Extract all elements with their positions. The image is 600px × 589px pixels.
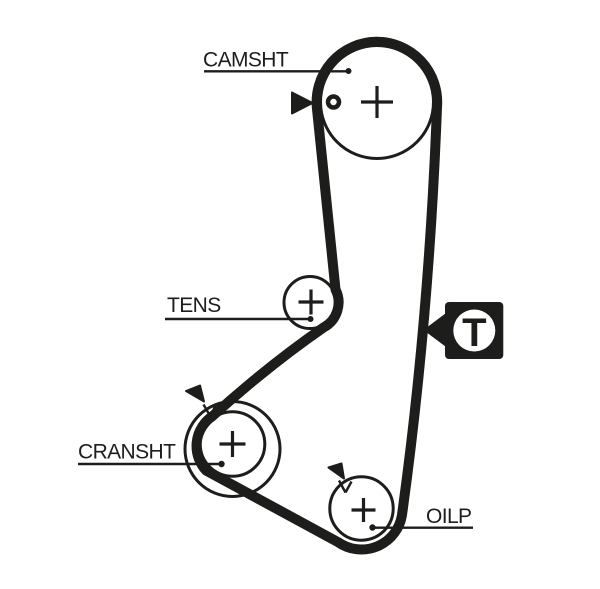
direction-arrow-icon bbox=[424, 312, 448, 348]
crankshaft-center-cross bbox=[219, 431, 246, 457]
oil-pump-leader-dot bbox=[369, 524, 376, 531]
direction-indicator-letter: T bbox=[462, 311, 486, 355]
crankshaft-leader-dot bbox=[218, 460, 225, 468]
oil-pump-center-cross bbox=[351, 498, 376, 522]
crankshaft-label: CRANSHT bbox=[78, 441, 176, 464]
tensioner-center-cross bbox=[298, 289, 324, 315]
center-cross-marks bbox=[219, 86, 393, 522]
timing-marks bbox=[185, 91, 353, 494]
camshaft-timing-arrow-icon bbox=[291, 91, 314, 115]
camshaft-label: CAMSHT bbox=[203, 49, 289, 72]
crankshaft-timing-arrow-icon bbox=[185, 384, 205, 403]
camshaft-leader-dot bbox=[345, 68, 352, 74]
tensioner-label: TENS bbox=[167, 294, 221, 317]
leader-dots bbox=[218, 68, 376, 531]
tensioner-leader-dot bbox=[307, 316, 314, 322]
camshaft-center-cross bbox=[361, 86, 393, 118]
pulley-labels: CAMSHT TENS CRANSHT OILP bbox=[78, 49, 472, 529]
timing-belt-path bbox=[191, 36, 443, 555]
crankshaft-timing-notch-icon bbox=[202, 403, 217, 419]
oil-pump-timing-notch-icon bbox=[337, 479, 353, 494]
direction-indicator-circle bbox=[453, 309, 496, 352]
oil-pump-label: OILP bbox=[426, 505, 471, 528]
belt-direction-indicator: T bbox=[424, 302, 504, 359]
oil-pump-timing-arrow-icon bbox=[327, 462, 345, 480]
camshaft-timing-hole-icon bbox=[325, 94, 342, 110]
